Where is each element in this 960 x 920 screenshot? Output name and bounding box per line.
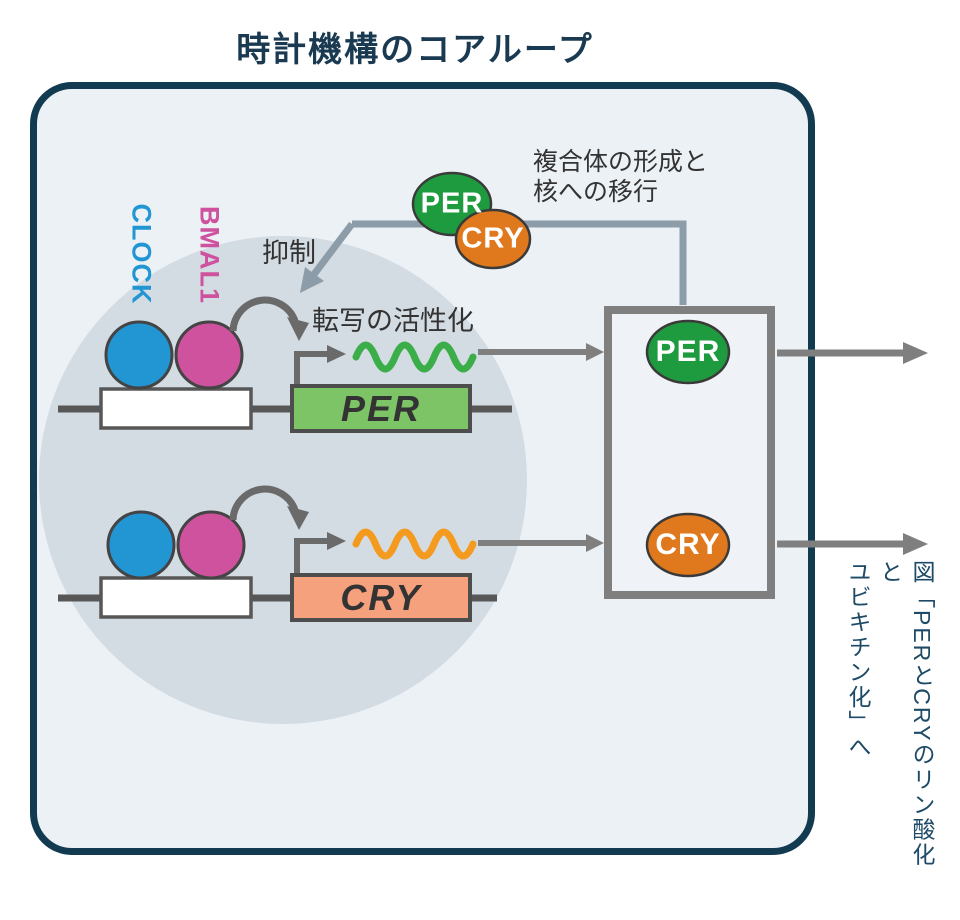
mrna-wave-cry [352,528,477,560]
transcription-start-arrowhead-cry [327,532,346,550]
figure-title: 時計機構のコアループ [236,31,594,69]
next-figure-note: 図「PERとCRYのリン酸化と ユビキチン化」へ [842,560,938,890]
activation-curved-arrowhead-cry [287,506,309,530]
bmal1-protein-circle-cry [176,510,246,580]
next-figure-note-line1: 図「PERとCRYのリン酸化と [877,560,935,868]
cry-protein-oval [645,512,731,578]
clock-protein-circle-cry [106,510,176,580]
cytoplasm-per-label: PER [655,335,721,368]
cry-gene-box [290,573,472,622]
bmal1-protein-circle-per [174,320,244,390]
complex-per-label: PER [420,187,484,220]
activation-curved-arrow-per [229,296,299,332]
nucleus-circle [39,236,527,724]
clock-label: CLOCK [126,203,157,305]
bmal1-label: BMAL1 [194,206,225,304]
per-protein-oval [645,319,731,385]
translation-arrowhead-cry [586,534,604,552]
clock-protein-circle-per [104,320,174,390]
complex-cry-oval [454,208,532,270]
mrna-wave-per [352,341,477,373]
activation-curved-arrowhead-per [287,317,309,341]
complex-caption: 複合体の形成と 核への移行 [533,147,708,207]
promoter-box-cry [99,576,253,619]
per-gene-box [290,384,472,433]
promoter-box-per [99,387,253,430]
export-arrowhead-per [903,342,928,364]
next-figure-note-line2: ユビキチン化」へ [845,560,871,760]
activation-curved-arrow-cry [229,485,299,521]
export-arrowhead-cry [903,533,928,555]
per-gene-label: PER [340,388,422,429]
complex-caption-line2: 核への移行 [533,178,659,206]
transcription-start-arrowhead-per [327,345,346,363]
complex-cry-label: CRY [461,222,525,255]
repression-arrowhead [300,267,324,293]
cry-gene-label: CRY [340,577,422,618]
translation-arrowhead-per [586,343,604,361]
complex-caption-line1: 複合体の形成と [533,148,709,176]
activation-label: 転写の活性化 [312,306,474,336]
cytoplasm-cry-label: CRY [655,528,721,561]
transcription-start-arrow-per [294,351,327,391]
repression-arrow-line [309,221,355,280]
transcription-start-arrow-cry [294,538,327,580]
repression-label: 抑制 [262,238,316,268]
